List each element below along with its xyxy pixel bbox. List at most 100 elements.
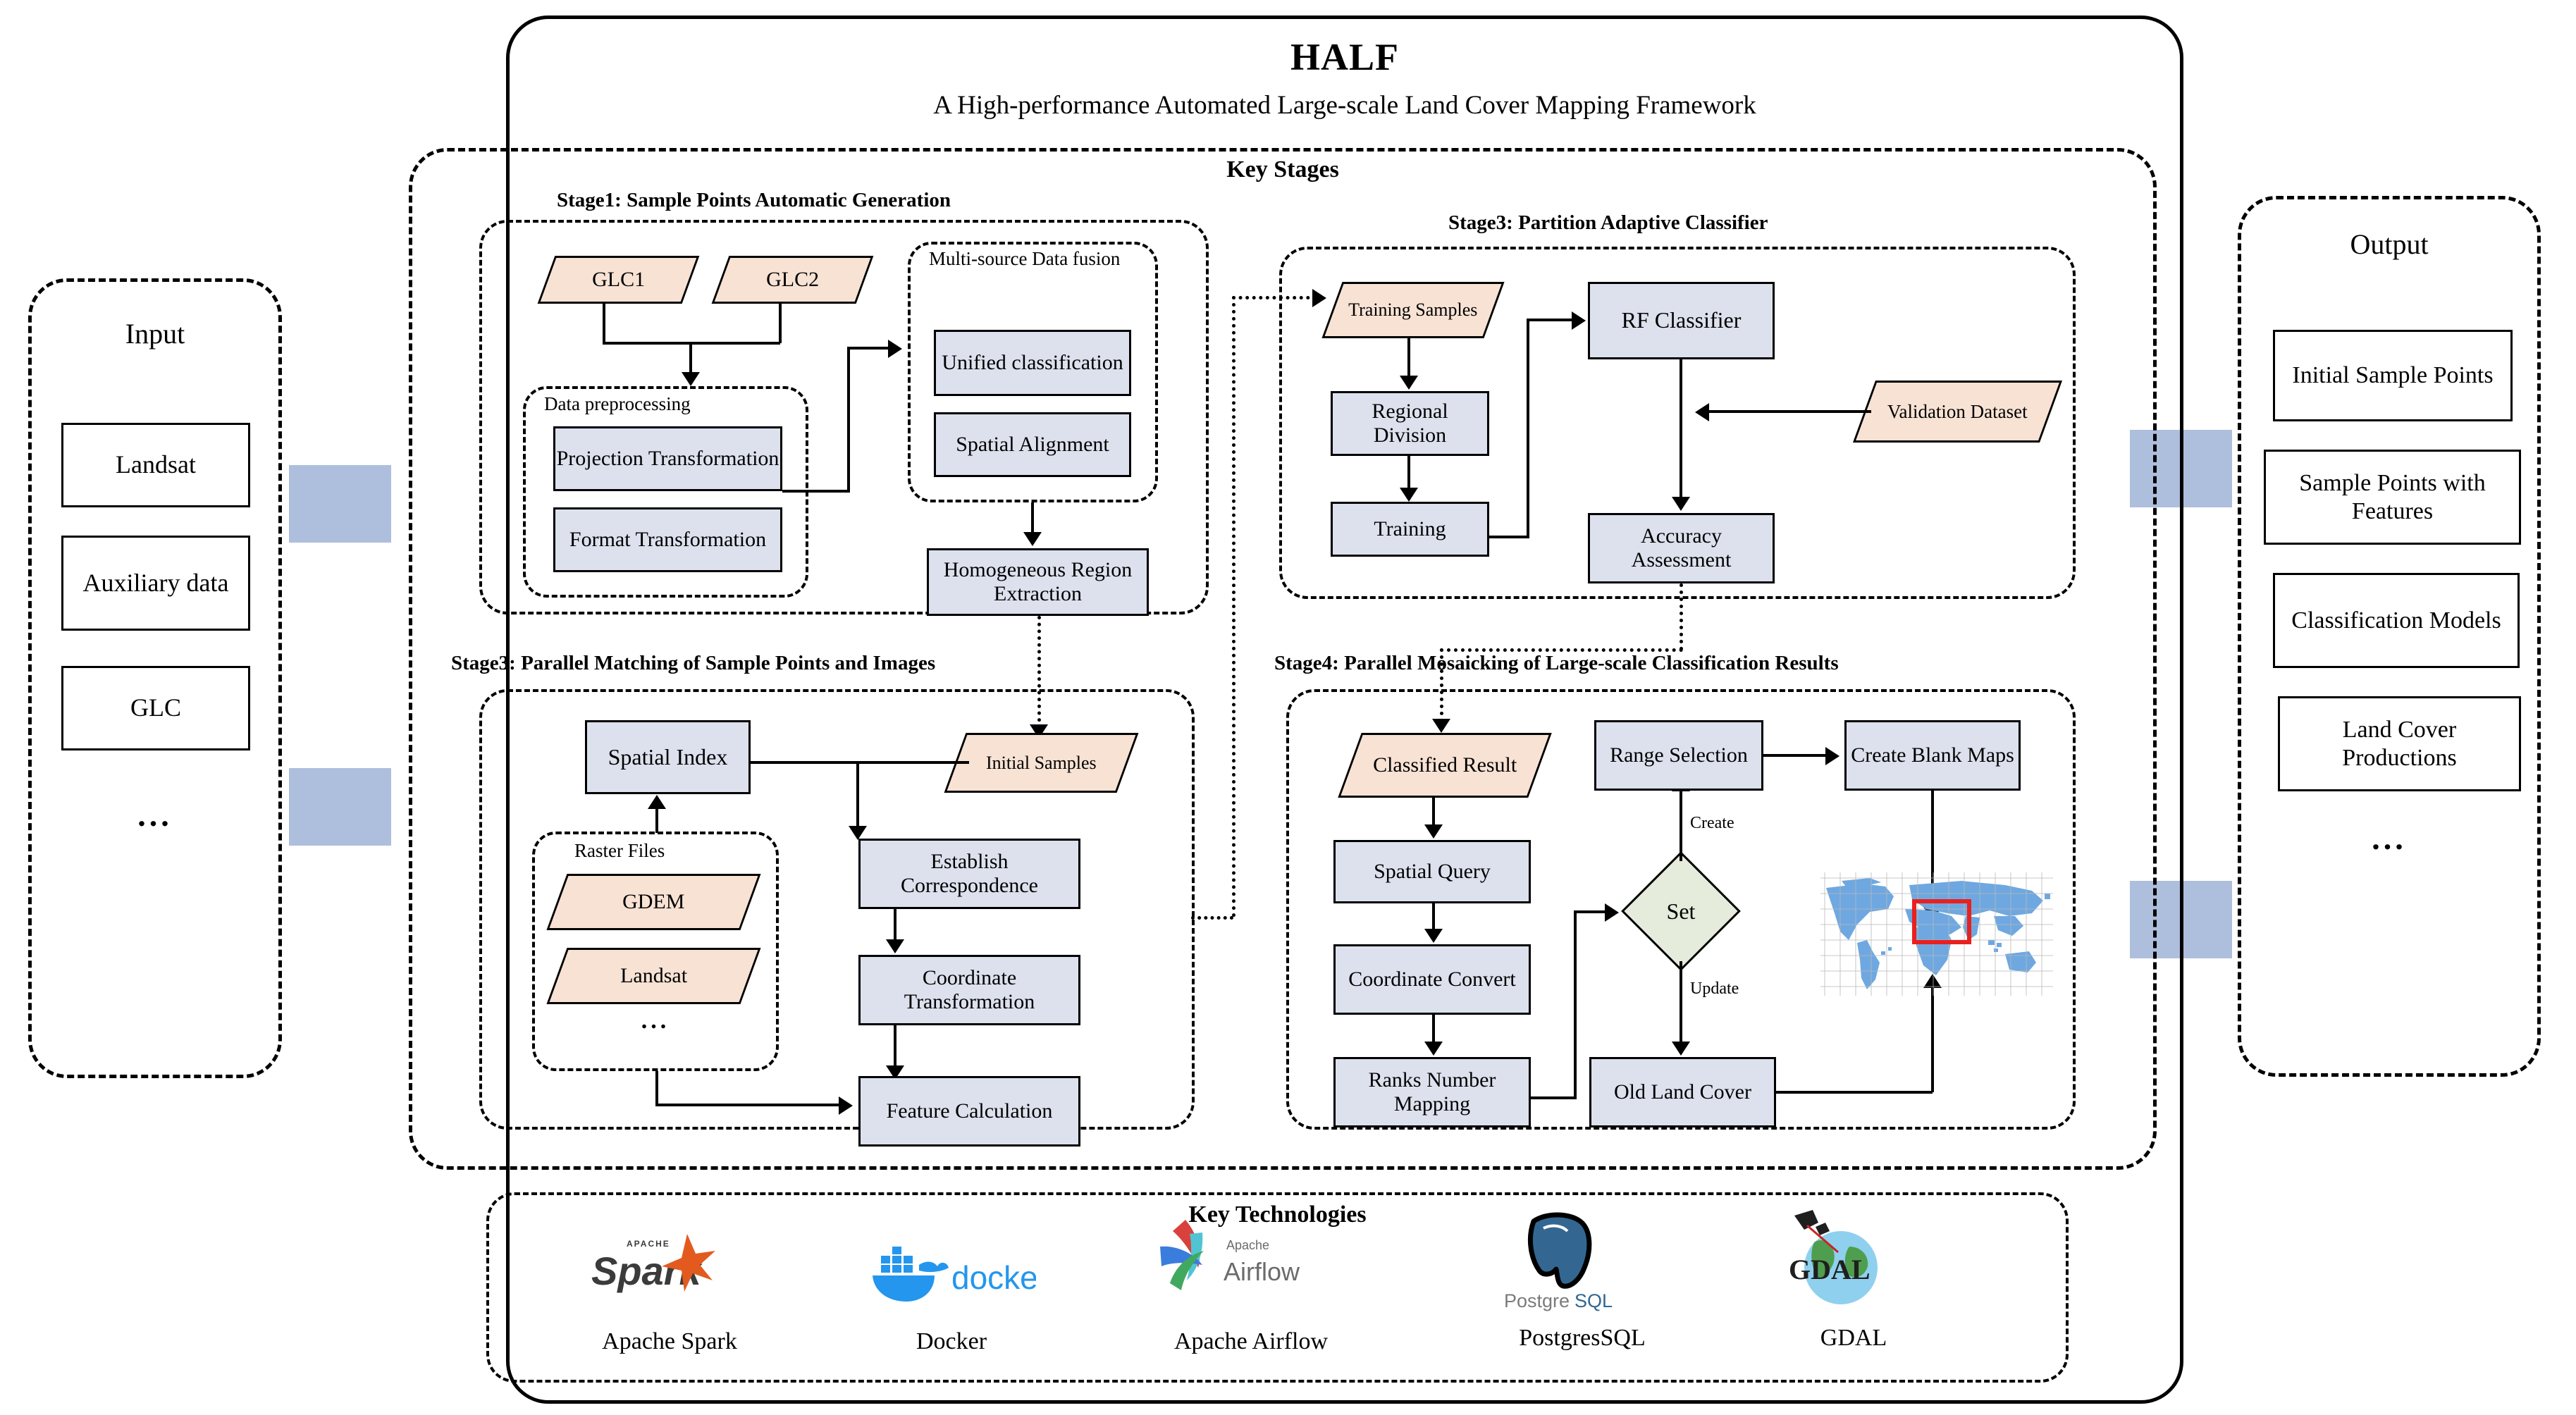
arrowhead-coordinate-transformation (886, 939, 904, 953)
arrowhead-map-up (1923, 974, 1942, 988)
key-stages-heading: Key Stages (1226, 156, 1339, 183)
stage4-label: Stage4: Parallel Mosaicking of Large-sca… (1274, 652, 1839, 674)
stage1-source-glc1: GLC1 (537, 256, 700, 304)
flow-arrow-input-bottom (289, 768, 391, 846)
node-feature-calculation: Feature Calculation (858, 1076, 1080, 1147)
arrowhead-regional-division (1400, 376, 1418, 390)
node-label: Spatial Query (1374, 860, 1491, 884)
technology-item-postgresql: Postgre SQL PostgresSQL (1462, 1209, 1702, 1371)
technology-item-apache-airflow: Apache Airflow Apache Airflow (1099, 1216, 1403, 1371)
stage1-source-glc2: GLC2 (711, 256, 874, 304)
edge-coordinate-convert-down (1432, 1015, 1435, 1044)
output-item-label: Land Cover Productions (2342, 717, 2457, 771)
technology-name: Docker (916, 1328, 987, 1354)
arrowhead-old-land-cover (1672, 1042, 1690, 1056)
node-spatial-alignment: Spatial Alignment (934, 412, 1131, 477)
svg-text:docker: docker (951, 1259, 1036, 1296)
technology-item-gdal: GDAL GDAL (1741, 1209, 1966, 1371)
edge-spatial-query-down (1432, 903, 1435, 932)
edge-create-maps-down (1931, 791, 1934, 910)
edge-training-up (1527, 319, 1529, 537)
edge-ranks-to-set (1574, 910, 1608, 913)
raster-files-ellipsis: ... (641, 1008, 670, 1034)
edge-preproc-to-fusion (847, 347, 891, 350)
node-label: Spatial Index (608, 743, 728, 770)
node-label: RF Classifier (1621, 307, 1742, 333)
node-range-selection: Range Selection (1594, 720, 1763, 791)
input-item-auxiliary-data: Auxiliary data (61, 536, 250, 631)
svg-text:Airflow: Airflow (1224, 1257, 1300, 1286)
edge-set-update-down (1680, 961, 1682, 1044)
node-label: Homogeneous Region Extraction (943, 558, 1133, 605)
output-item-label: Sample Points with Features (2299, 470, 2486, 524)
node-label: GLC2 (766, 268, 819, 292)
node-training: Training (1331, 502, 1489, 557)
dotted-edge-accuracy-h (1440, 648, 1683, 652)
edge-set-create-up (1680, 791, 1682, 861)
edge-range-to-create-maps (1763, 754, 1829, 757)
map-selection-box (1912, 899, 1971, 944)
output-item-classification-models: Classification Models (2273, 573, 2520, 668)
node-regional-division: Regional Division (1331, 391, 1489, 456)
edge-preproc-right (782, 490, 850, 493)
edge-establish-down (894, 909, 896, 943)
stage1-label: Stage1: Sample Points Automatic Generati… (557, 189, 951, 211)
edge-rf-down (1680, 359, 1682, 500)
svg-text:APACHE: APACHE (627, 1239, 670, 1249)
node-label: Unified classification (942, 351, 1123, 375)
svg-text:GDAL: GDAL (1789, 1254, 1871, 1285)
node-classified-result: Classified Result (1338, 733, 1552, 798)
node-rf-classifier: RF Classifier (1588, 282, 1775, 359)
node-establish-correspondence: Establish Correspondence (858, 839, 1080, 909)
edge-old-land-cover-right (1776, 1091, 1933, 1094)
node-label: Classified Result (1372, 753, 1517, 777)
node-unified-classification: Unified classification (934, 330, 1131, 396)
input-item-label: Landsat (116, 450, 196, 479)
edge-regional-division-down (1407, 456, 1410, 491)
node-format-transformation: Format Transformation (553, 507, 782, 572)
node-label: Set (1666, 898, 1696, 924)
technology-item-docker: docker Docker (818, 1230, 1085, 1371)
node-homogeneous-region-extraction: Homogeneous Region Extraction (927, 548, 1149, 616)
output-panel-heading: Output (2350, 228, 2429, 260)
node-label: Landsat (620, 964, 687, 988)
flow-arrow-input-top (289, 465, 391, 543)
dotted-edge-accuracy-to-classified (1680, 583, 1683, 650)
edge-index-to-samples (751, 761, 969, 764)
edge-junction-down (856, 761, 859, 829)
node-validation-dataset: Validation Dataset (1852, 381, 2063, 443)
node-label: Regional Division (1372, 400, 1448, 447)
node-create-blank-maps: Create Blank Maps (1844, 720, 2021, 791)
spark-logo-icon: APACHE Spark (591, 1234, 715, 1293)
edge-raster-down (655, 1071, 658, 1106)
output-item-sample-points-with-features: Sample Points with Features (2264, 450, 2521, 545)
data-preprocessing-label: Data preprocessing (544, 393, 691, 414)
dotted-edge-matching-up (1232, 296, 1235, 917)
edge-classified-down (1432, 798, 1435, 827)
output-item-land-cover-productions: Land Cover Productions (2278, 696, 2521, 791)
arrowhead-rf-classifier (1572, 311, 1586, 330)
node-label: Training (1374, 517, 1446, 541)
arrowhead-set-decision (1605, 903, 1619, 922)
input-item-glc: GLC (61, 666, 250, 750)
edge-ranks-right (1531, 1096, 1577, 1099)
arrowhead-spatial-query (1424, 824, 1443, 839)
edge-raster-to-feature (655, 1104, 842, 1106)
world-map-thumbnail (1820, 872, 2053, 996)
multi-source-fusion-label: Multi-source Data fusion (929, 248, 1120, 271)
arrowhead-coordinate-convert (1424, 929, 1443, 943)
node-label: Training Samples (1348, 299, 1478, 321)
edge-training-right (1489, 536, 1529, 538)
dotted-edge-to-training-samples (1232, 296, 1317, 299)
world-map-svg (1820, 872, 2053, 996)
node-label: Accuracy Assessment (1631, 524, 1732, 571)
arrowhead-classified-result (1432, 719, 1450, 733)
edge-training-to-rf (1527, 319, 1574, 321)
edge-preproc-up (847, 347, 850, 491)
input-item-label: Auxiliary data (82, 568, 229, 597)
edge-map-up (1931, 987, 1934, 1092)
svg-text:Postgre: Postgre (1504, 1290, 1570, 1311)
output-item-label: Initial Sample Points (2292, 362, 2494, 389)
raster-files-label: Raster Files (574, 840, 665, 861)
output-item-label: Classification Models (2291, 607, 2501, 634)
